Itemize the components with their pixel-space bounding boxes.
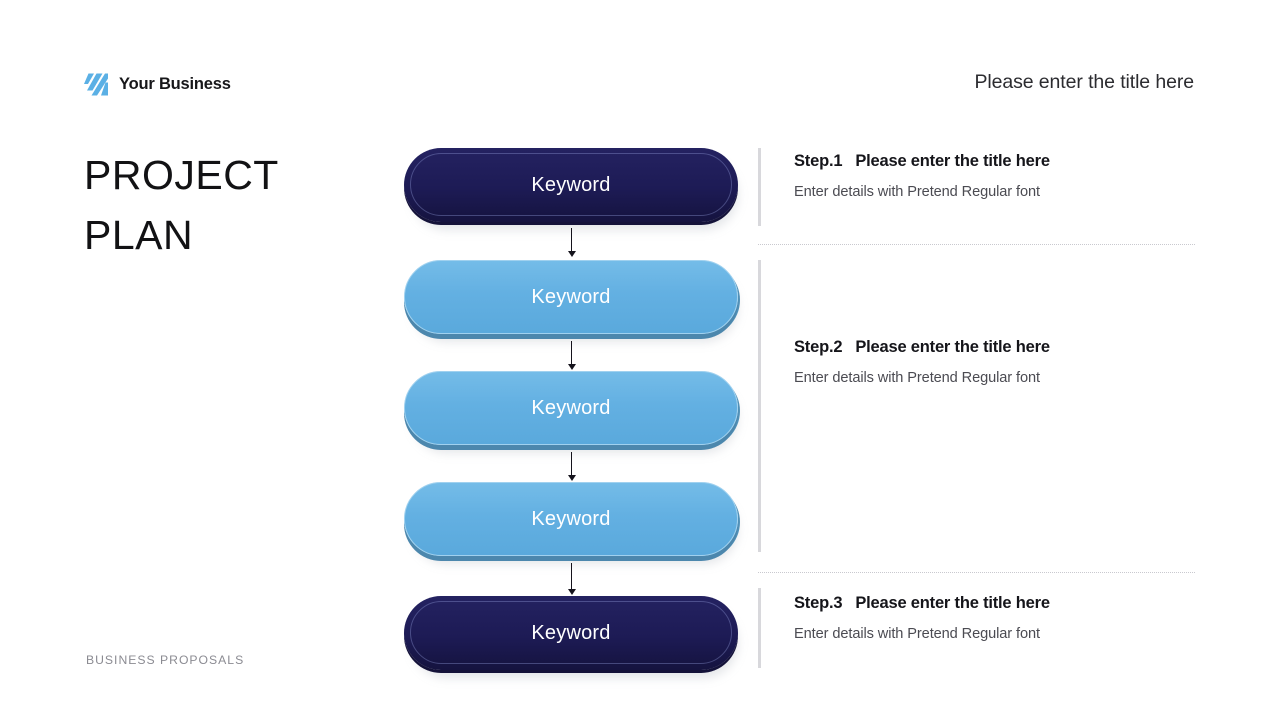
flow-node[interactable]: Keyword — [404, 371, 738, 449]
step-number: Step.3 — [794, 594, 843, 612]
down-arrow-icon — [567, 228, 577, 258]
footer-label: BUSINESS PROPOSALS — [86, 653, 245, 667]
step-rule — [758, 260, 761, 552]
step-number: Step.2 — [794, 338, 843, 356]
page-title: PROJECT PLAN — [84, 152, 279, 258]
flow-node[interactable]: Keyword — [404, 596, 738, 674]
flow-node[interactable]: Keyword — [404, 482, 738, 560]
flow-node-label: Keyword — [531, 173, 611, 196]
diagonal-stripes-logo-icon — [84, 73, 108, 95]
step-separator — [758, 572, 1195, 573]
down-arrow-icon — [567, 341, 577, 371]
flow-node[interactable]: Keyword — [404, 260, 738, 338]
flow-node-label: Keyword — [531, 285, 611, 308]
down-arrow-icon — [567, 563, 577, 596]
step-block[interactable]: Step.2 Please enter the title here Enter… — [758, 260, 1198, 552]
step-title: Please enter the title here — [855, 338, 1050, 356]
header-title: Please enter the title here — [974, 71, 1194, 93]
flow-node-label: Keyword — [531, 507, 611, 530]
slide-header: Your Business Please enter the title her… — [0, 0, 1280, 120]
steps-list: Step.1 Please enter the title here Enter… — [758, 148, 1198, 668]
step-title: Please enter the title here — [855, 594, 1050, 612]
flow-node-pill[interactable]: Keyword — [404, 148, 738, 222]
down-arrow-icon — [567, 452, 577, 482]
step-separator — [758, 244, 1195, 245]
brand-name: Your Business — [119, 74, 231, 93]
flow-node-pill[interactable]: Keyword — [404, 260, 738, 334]
step-rule — [758, 588, 761, 668]
step-description: Enter details with Pretend Regular font — [794, 370, 1040, 386]
step-rule — [758, 148, 761, 226]
flow-node-label: Keyword — [531, 621, 611, 644]
flow-diagram: Keyword Keyword Keyword Keyword — [404, 148, 744, 670]
step-title: Please enter the title here — [855, 152, 1050, 170]
flow-node-label: Keyword — [531, 396, 611, 419]
step-block[interactable]: Step.1 Please enter the title here Enter… — [758, 148, 1198, 226]
brand: Your Business — [84, 70, 231, 98]
step-block[interactable]: Step.3 Please enter the title here Enter… — [758, 588, 1198, 668]
step-description: Enter details with Pretend Regular font — [794, 184, 1040, 200]
flow-node[interactable]: Keyword — [404, 148, 738, 226]
flow-node-pill[interactable]: Keyword — [404, 596, 738, 670]
step-description: Enter details with Pretend Regular font — [794, 626, 1040, 642]
step-number: Step.1 — [794, 152, 843, 170]
flow-node-pill[interactable]: Keyword — [404, 482, 738, 556]
flow-node-pill[interactable]: Keyword — [404, 371, 738, 445]
